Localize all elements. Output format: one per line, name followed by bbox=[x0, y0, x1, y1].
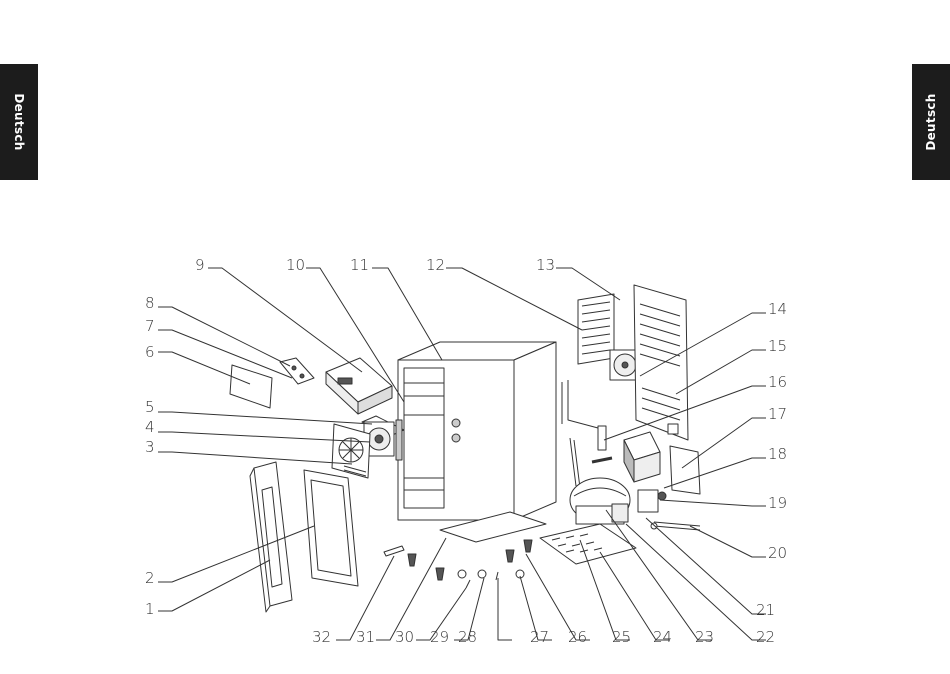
callout-30: 30 bbox=[395, 628, 414, 646]
callout-15: 15 bbox=[768, 337, 787, 355]
foot bbox=[408, 554, 416, 566]
capillary-tube bbox=[570, 438, 580, 488]
callout-8: 8 bbox=[145, 294, 155, 312]
front-panel bbox=[230, 365, 272, 408]
callout-27: 27 bbox=[530, 628, 549, 646]
washer bbox=[478, 570, 486, 578]
tube-fitting bbox=[592, 458, 612, 462]
callout-29: 29 bbox=[430, 628, 449, 646]
callout-11: 11 bbox=[350, 256, 369, 274]
control-board bbox=[280, 358, 314, 384]
foot bbox=[506, 550, 514, 562]
callout-7: 7 bbox=[145, 317, 155, 335]
callout-19: 19 bbox=[768, 494, 787, 512]
callout-14: 14 bbox=[768, 300, 787, 318]
callout-26: 26 bbox=[568, 628, 587, 646]
callout-31: 31 bbox=[356, 628, 375, 646]
callout-9: 9 bbox=[195, 256, 205, 274]
cabinet-body bbox=[398, 342, 556, 520]
evaporator bbox=[562, 294, 614, 428]
callout-13: 13 bbox=[536, 256, 555, 274]
cover-plate bbox=[670, 446, 700, 494]
hinge-bracket bbox=[384, 546, 404, 556]
callout-20: 20 bbox=[768, 544, 787, 562]
callout-18: 18 bbox=[768, 445, 787, 463]
foot bbox=[524, 540, 532, 552]
power-cord bbox=[654, 522, 700, 530]
callout-17: 17 bbox=[768, 405, 787, 423]
callout-3: 3 bbox=[145, 438, 155, 456]
callout-22: 22 bbox=[756, 628, 775, 646]
door-gasket bbox=[304, 470, 358, 586]
callout-21: 21 bbox=[756, 601, 775, 619]
callout-2: 2 bbox=[145, 569, 155, 587]
callout-23: 23 bbox=[695, 628, 714, 646]
filter-drier bbox=[598, 426, 606, 450]
compressor-base-plate bbox=[540, 524, 636, 564]
callout-12: 12 bbox=[426, 256, 445, 274]
callout-6: 6 bbox=[145, 343, 155, 361]
callout-4: 4 bbox=[145, 418, 155, 436]
washer bbox=[458, 570, 466, 578]
callout-28: 28 bbox=[458, 628, 477, 646]
callout-5: 5 bbox=[145, 398, 155, 416]
fan-grille bbox=[332, 424, 370, 478]
relay-box bbox=[624, 432, 660, 482]
callout-10: 10 bbox=[286, 256, 305, 274]
callout-16: 16 bbox=[768, 373, 787, 391]
callout-32: 32 bbox=[312, 628, 331, 646]
callout-24: 24 bbox=[653, 628, 672, 646]
back-panel bbox=[634, 285, 688, 440]
starter-relay bbox=[638, 490, 666, 512]
callout-25: 25 bbox=[612, 628, 631, 646]
foot bbox=[436, 568, 444, 580]
callout-1: 1 bbox=[145, 600, 155, 618]
compressor bbox=[570, 478, 630, 524]
